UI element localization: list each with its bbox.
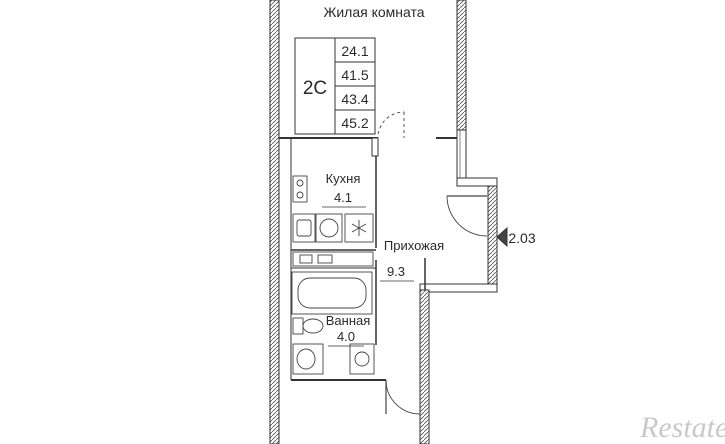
kitchen-area: 4.1	[334, 190, 352, 205]
hall-area: 9.3	[387, 264, 405, 279]
door-living	[377, 111, 405, 141]
wall-right-stub	[456, 129, 467, 181]
hall-label: Прихожая	[384, 238, 444, 253]
area-value: 41.5	[341, 67, 368, 83]
kitchen-fixtures	[292, 175, 374, 267]
wall-corridor-top	[456, 177, 498, 187]
kitchen-label: Кухня	[326, 171, 361, 186]
door-entrance	[446, 195, 488, 237]
bath-fixtures	[291, 271, 375, 375]
door-bath	[385, 379, 421, 415]
bathtub-icon	[291, 271, 373, 315]
basin-icon	[292, 343, 324, 375]
stove-icon	[292, 175, 308, 203]
bath-area: 4.0	[337, 329, 355, 344]
ceiling-height: 2.03	[508, 230, 535, 246]
area-table: 2C 24.1 41.5 43.4 45.2	[294, 37, 376, 135]
living-room-label: Жилая комната	[323, 4, 424, 20]
area-value: 43.4	[341, 91, 368, 107]
wall-corridor-bottom	[419, 283, 498, 293]
bath-label: Ванная	[326, 313, 371, 328]
area-value: 24.1	[341, 43, 368, 59]
wall-left	[269, 0, 280, 444]
entrance-arrow-icon	[496, 226, 508, 248]
sink-icon	[292, 213, 316, 243]
wall-right-lower	[419, 289, 430, 444]
fan-icon	[344, 213, 374, 243]
doors	[377, 111, 488, 415]
wall-right-upper	[456, 0, 467, 131]
walls	[269, 0, 498, 444]
washer-icon	[315, 213, 343, 243]
apartment-type: 2C	[303, 78, 327, 99]
entrance-marker: 2.03	[496, 226, 536, 248]
area-value: 45.2	[341, 115, 368, 131]
toilet-icon	[292, 317, 324, 335]
watermark-logo: Restate	[639, 411, 725, 444]
wall-corridor-right	[487, 185, 498, 285]
